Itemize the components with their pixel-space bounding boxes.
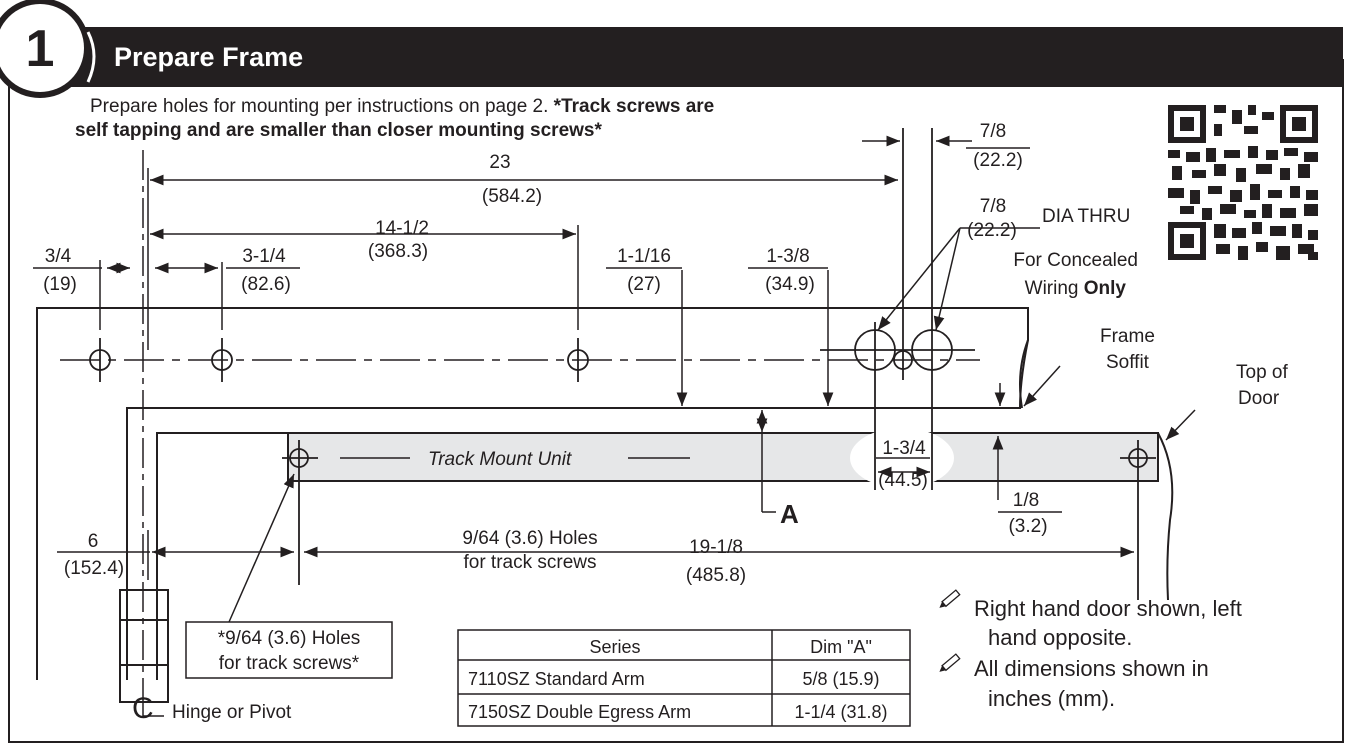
series-table: Series Dim "A" 7110SZ Standard Arm 5/8 (… <box>457 629 911 727</box>
dim-1918-in: 19-1/8 <box>689 537 743 558</box>
dim-78a-mm: (22.2) <box>973 150 1023 171</box>
centerlines <box>60 150 980 700</box>
dim-18-mm: (3.2) <box>1008 516 1047 537</box>
extension-lines <box>99 168 579 580</box>
dim-78a-in: 7/8 <box>980 121 1006 142</box>
dimension-arrows <box>107 135 1196 623</box>
concealed-label-2: Wiring Only <box>1025 278 1127 299</box>
dim-underlines <box>33 147 1062 553</box>
callout-box <box>185 621 393 679</box>
table-cell: 7110SZ Standard Arm <box>468 669 645 689</box>
step-badge-inner <box>0 4 84 92</box>
dim-14-mm: (368.3) <box>368 241 428 262</box>
holes-label-1: 9/64 (3.6) Holes <box>462 528 597 549</box>
step-number: 1 <box>26 20 55 78</box>
dim-138-in: 1-3/8 <box>766 246 809 267</box>
holes-label-2: for track screws <box>463 552 596 573</box>
qr-code <box>1168 105 1318 260</box>
dim-138-mm: (34.9) <box>765 274 815 295</box>
pencil-icon <box>939 653 961 672</box>
dim-134-in: 1-3/4 <box>882 438 926 459</box>
table-cell: 7150SZ Double Egress Arm <box>468 702 691 722</box>
dim-78b-mm: (22.2) <box>967 220 1017 241</box>
soffit-edge <box>1019 308 1029 409</box>
track-unit-label: Track Mount Unit <box>428 449 572 470</box>
frame-holes <box>89 128 975 490</box>
dim-34-mm: (19) <box>43 274 77 295</box>
track-holes <box>282 440 1156 600</box>
dim-314-mm: (82.6) <box>241 274 291 295</box>
dim-18-in: 1/8 <box>1013 490 1039 511</box>
intro-line-2: self tapping and are smaller than closer… <box>75 120 602 141</box>
header-bar <box>9 27 1343 87</box>
track-mount-unit <box>287 432 1159 482</box>
dim-1918-mm: (485.8) <box>686 565 746 586</box>
dim-314-in: 3-1/4 <box>242 246 286 267</box>
callout-line-1: *9/64 (3.6) Holes <box>218 628 361 649</box>
callout-line-2: for track screws* <box>219 653 360 674</box>
dim-23-mm: (584.2) <box>482 186 542 207</box>
table-cell: 1-1/4 (31.8) <box>794 702 887 722</box>
intro-line-1: Prepare holes for mounting per instructi… <box>90 96 714 117</box>
dim-6-mm: (152.4) <box>64 558 124 579</box>
table-header-dim: Dim "A" <box>810 637 872 657</box>
note-1-line-2: hand opposite. <box>988 625 1132 650</box>
note-1-line-1: Right hand door shown, left <box>974 596 1242 621</box>
pencil-icon <box>939 589 961 608</box>
dim-a-label: A <box>780 499 799 529</box>
dim-134-mm: (44.5) <box>878 470 928 491</box>
dim-1116-mm: (27) <box>627 274 661 295</box>
note-2-line-1: All dimensions shown in <box>974 656 1209 681</box>
dia-thru-label: DIA THRU <box>1042 206 1130 227</box>
dim-1116-in: 1-1/16 <box>617 246 671 267</box>
dim-78b-in: 7/8 <box>980 196 1006 217</box>
top-of-door-label-1: Top of <box>1236 362 1288 383</box>
top-of-door-label-2: Door <box>1238 388 1280 409</box>
dim-23-in: 23 <box>489 152 510 173</box>
table-header-series: Series <box>589 637 640 657</box>
header-divider-curve <box>86 31 96 83</box>
concealed-label-1: For Concealed <box>1013 250 1138 271</box>
notes: Right hand door shown, left hand opposit… <box>939 589 1242 711</box>
hinge-label: Hinge or Pivot <box>172 702 292 723</box>
frame-soffit-label-1: Frame <box>1100 326 1155 347</box>
step-title: Prepare Frame <box>114 42 303 72</box>
frame-soffit-label-2: Soffit <box>1106 352 1150 373</box>
dim-34-in: 3/4 <box>45 246 72 267</box>
table-cell: 5/8 (15.9) <box>802 669 879 689</box>
dim-14-in: 14-1/2 <box>375 218 429 239</box>
note-2-line-2: inches (mm). <box>988 686 1115 711</box>
dim-6-in: 6 <box>88 531 99 552</box>
